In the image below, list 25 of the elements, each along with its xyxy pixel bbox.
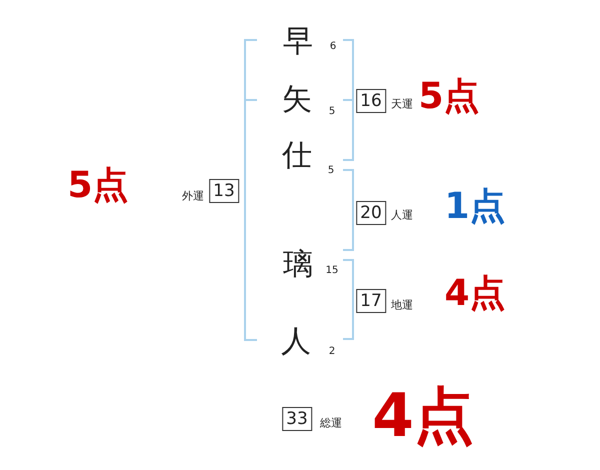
name-character: 仕 xyxy=(282,141,312,171)
name-character: 矢 xyxy=(282,85,312,115)
stroke-count: 5 xyxy=(328,166,334,176)
stroke-count: 15 xyxy=(326,266,338,276)
fortune-label: 外運 xyxy=(182,190,204,202)
fortune-label: 総運 xyxy=(320,418,342,428)
score-text: 5点 xyxy=(418,79,480,115)
name-character: 人 xyxy=(281,327,311,357)
score-text: 4点 xyxy=(372,386,474,446)
number-box: 16 xyxy=(356,89,386,113)
fortune-label: 地運 xyxy=(391,300,413,310)
score-text: 1点 xyxy=(444,189,506,225)
score-text: 5点 xyxy=(67,168,129,204)
number-box: 33 xyxy=(282,407,312,431)
stroke-count: 2 xyxy=(328,347,336,357)
score-text: 4点 xyxy=(444,276,506,312)
name-character: 璃 xyxy=(283,250,313,280)
fortune-label: 人運 xyxy=(391,210,413,220)
fortune-label: 天運 xyxy=(391,98,413,110)
stroke-count: 5 xyxy=(328,107,336,117)
name-character: 早 xyxy=(283,27,313,57)
number-box: 20 xyxy=(356,201,386,225)
number-box: 17 xyxy=(356,289,386,313)
number-box: 13 xyxy=(209,179,239,203)
stroke-count: 6 xyxy=(330,42,336,52)
